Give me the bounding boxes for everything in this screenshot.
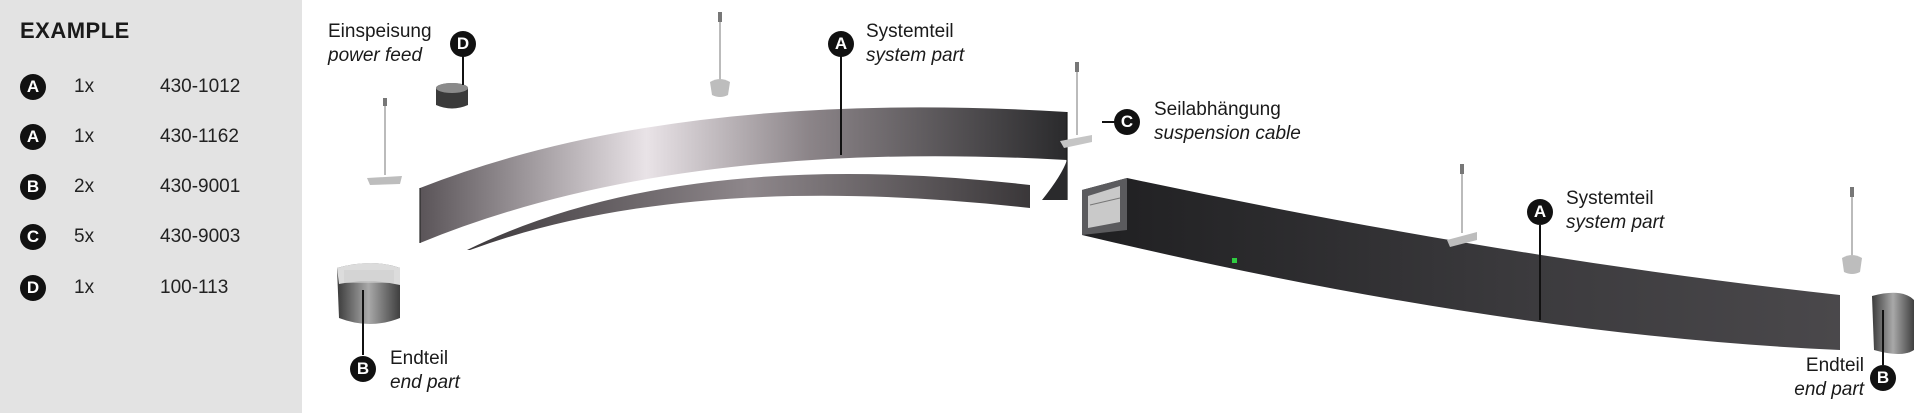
- callout-badge-b: B: [350, 356, 376, 382]
- item-article-number: 430-9001: [160, 176, 241, 197]
- callout-label-de: Einspeisung: [328, 21, 432, 42]
- luminaire-illustration: [337, 12, 1914, 365]
- callout-badge-c: C: [1114, 109, 1140, 135]
- luminaire-diagram: D Einspeisung power feed A Systemteil sy…: [302, 0, 1920, 413]
- callout-badge-b: B: [1870, 365, 1896, 391]
- callout-system-part-2: Systemteil system part: [1566, 187, 1664, 235]
- parts-list-row: B 2x 430-9001: [20, 174, 290, 200]
- parts-list-row: D 1x 100-113: [20, 275, 290, 301]
- item-badge: D: [20, 275, 46, 301]
- callout-label-de: Endteil: [1805, 355, 1864, 376]
- callout-label-en: system part: [1566, 212, 1665, 233]
- suspension-cable: [367, 98, 402, 185]
- callout-label-de: Systemteil: [866, 21, 954, 42]
- callout-label-en: system part: [866, 45, 965, 66]
- parts-list-row: A 1x 430-1012: [20, 74, 290, 100]
- callout-label-de: Systemteil: [1566, 188, 1654, 209]
- end-part-right: [1872, 292, 1914, 354]
- callout-label-en: end part: [390, 372, 460, 393]
- callout-badge-a: A: [1527, 199, 1553, 225]
- item-quantity: 5x: [74, 226, 95, 247]
- system-part-curved: [419, 107, 1068, 250]
- leader-lines: [362, 55, 1884, 365]
- callout-suspension-cable: Seilabhängung suspension cable: [1154, 98, 1301, 146]
- end-part-left: [337, 263, 400, 324]
- callout-label-en: power feed: [328, 45, 423, 66]
- parts-list-row: C 5x 430-9003: [20, 224, 290, 250]
- suspension-cable: [1060, 62, 1092, 148]
- callout-power-feed: Einspeisung power feed: [328, 20, 432, 68]
- callout-label-en: end part: [1794, 379, 1864, 400]
- item-quantity: 1x: [74, 76, 95, 97]
- callout-badge-d: D: [450, 31, 476, 57]
- callout-system-part-1: Systemteil system part: [866, 20, 964, 68]
- callout-badge-a: A: [828, 31, 854, 57]
- item-quantity: 1x: [74, 126, 95, 147]
- parts-list-row: A 1x 430-1162: [20, 124, 290, 150]
- item-badge: B: [20, 174, 46, 200]
- suspension-cable: [710, 12, 730, 97]
- item-article-number: 100-113: [160, 277, 229, 298]
- suspension-cable: [1447, 164, 1477, 247]
- callout-end-part-left: Endteil end part: [390, 347, 460, 395]
- item-article-number: 430-9003: [160, 226, 241, 247]
- item-article-number: 430-1162: [160, 126, 239, 147]
- item-quantity: 1x: [74, 277, 95, 298]
- item-badge: A: [20, 74, 46, 100]
- item-article-number: 430-1012: [160, 76, 241, 97]
- callout-label-de: Endteil: [390, 348, 449, 369]
- suspension-cable: [1842, 187, 1862, 274]
- callout-label-de: Seilabhängung: [1154, 99, 1281, 120]
- parts-list-title: EXAMPLE: [20, 18, 130, 43]
- system-part-straight: [1082, 178, 1840, 350]
- parts-list-panel: EXAMPLE A 1x 430-1012 A 1x 430-1162 B 2x…: [0, 0, 302, 413]
- callout-end-part-right: Endteil end part: [1776, 354, 1864, 402]
- item-badge: A: [20, 124, 46, 150]
- item-quantity: 2x: [74, 176, 95, 197]
- callout-label-en: suspension cable: [1154, 123, 1301, 144]
- item-badge: C: [20, 224, 46, 250]
- power-feed-canopy: [436, 83, 468, 109]
